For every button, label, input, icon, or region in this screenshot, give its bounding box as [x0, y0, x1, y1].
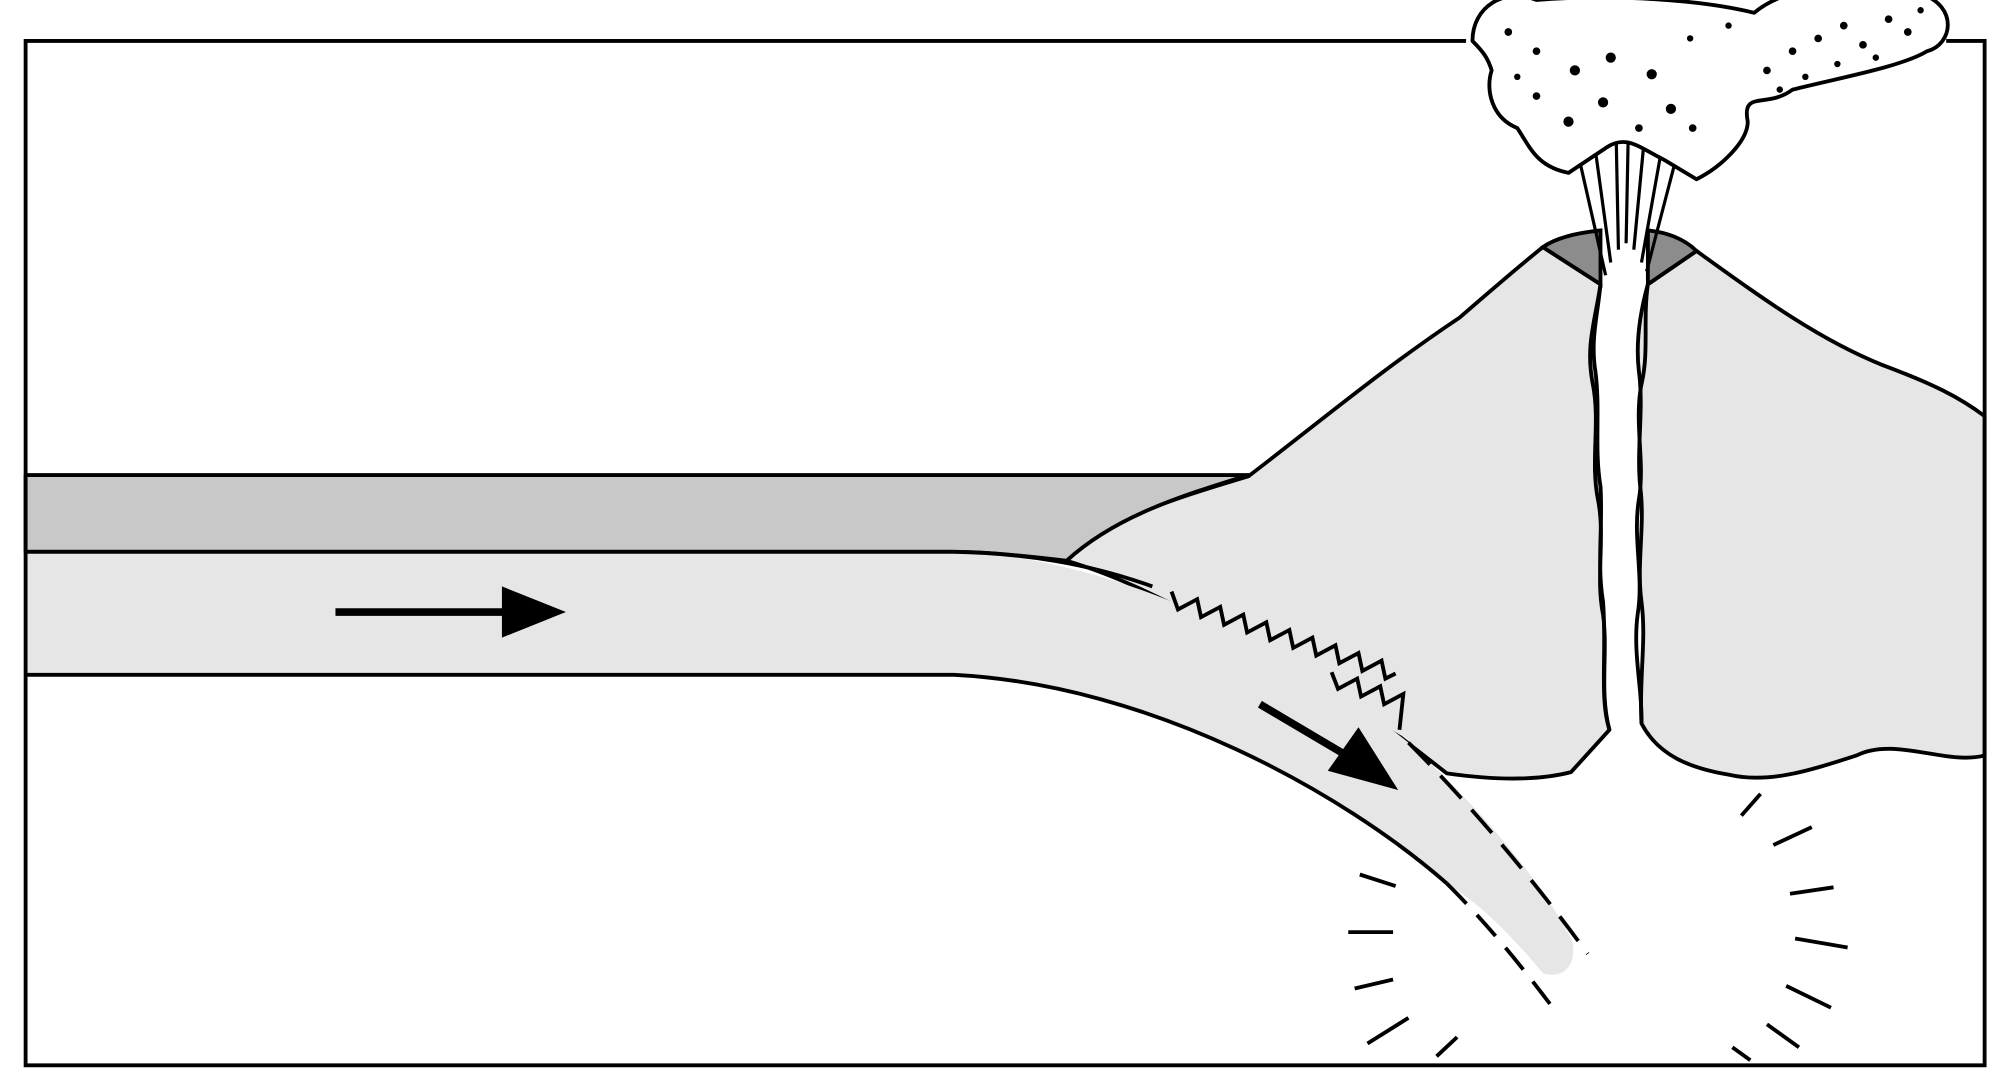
crater-rim: [1539, 228, 1603, 288]
subducting-plate-tip-dashed: [1445, 882, 1558, 1013]
subducting-plate-bottom-edge: [25, 672, 1449, 885]
magma-conduit-right-wall: [1634, 283, 1650, 724]
continental-plate-right: [1635, 249, 1987, 780]
ash-particles: [1504, 7, 1924, 132]
subducting-plate: [25, 551, 1574, 975]
magma-conduit-left-wall: [1588, 283, 1612, 731]
melting-zone: [1348, 792, 1848, 1062]
oceanic-crust-layer: [23, 473, 1251, 563]
subducting-plate-upper-dashed: [1407, 741, 1590, 956]
friction-zone-lower: [1329, 671, 1406, 731]
continental-plate: [1064, 245, 1612, 781]
subducting-plate-top-edge: [25, 549, 1154, 589]
plate-motion-arrow: [335, 586, 566, 638]
ash-cloud: [1470, 0, 1950, 182]
subduction-arrow: [1257, 700, 1399, 791]
frame-border: [23, 39, 1987, 1068]
friction-zone: [1169, 590, 1397, 682]
